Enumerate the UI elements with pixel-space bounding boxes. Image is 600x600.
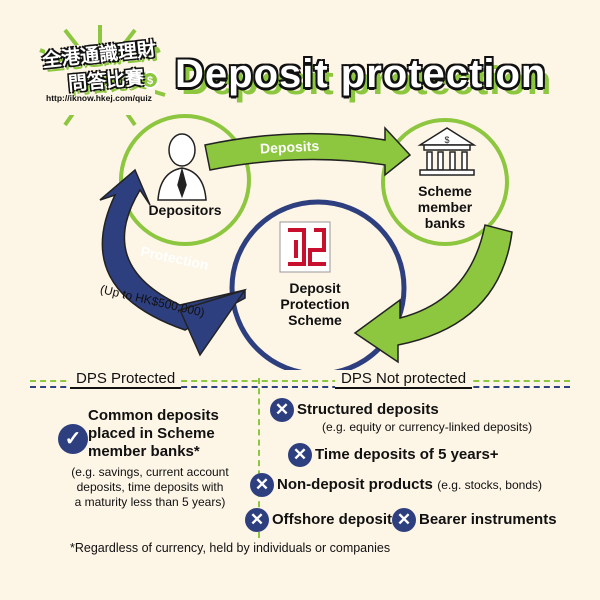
page-title: Deposit protection	[175, 52, 547, 96]
deposits-arrow-label: Deposits	[259, 137, 320, 157]
protected-header: DPS Protected	[70, 370, 182, 389]
svg-text:$: $	[147, 75, 153, 87]
footnote: *Regardless of currency, held by individ…	[70, 541, 391, 555]
x-icon: ✕	[288, 443, 312, 467]
protected-example-line: (e.g. savings, current account	[71, 465, 229, 479]
depositors-circle	[119, 114, 251, 246]
not-protected-item: ✕Time deposits of 5 years+	[288, 443, 499, 467]
protected-main-line: placed in Scheme	[88, 425, 215, 442]
dps-label-line: Scheme	[288, 312, 342, 328]
item-note: (e.g. stocks, bonds)	[437, 478, 542, 493]
depositors-label: Depositors	[148, 202, 222, 218]
item-label: Non-deposit products	[277, 476, 433, 494]
protected-main-line: member banks*	[88, 443, 200, 460]
logo-url[interactable]: http://iknow.hkej.com/quiz	[46, 93, 152, 103]
protected-example-line: a maturity less than 5 years)	[74, 495, 226, 509]
svg-text:$: $	[444, 135, 449, 145]
item-note: (e.g. equity or currency-linked deposits…	[322, 420, 533, 434]
not-protected-item: ✕Non-deposit products (e.g. stocks, bond…	[250, 473, 542, 497]
divider-green	[30, 380, 570, 382]
logo-burst: $	[39, 25, 166, 127]
banks-label-line: Scheme	[418, 183, 472, 199]
protected-main: Common deposits placed in Scheme member …	[88, 407, 219, 461]
diagram: $	[99, 114, 513, 370]
protection-arrow-head	[178, 288, 247, 357]
divider-navy	[30, 386, 570, 388]
dps-logo-icon	[279, 221, 331, 273]
checkmark-icon: ✓	[58, 424, 88, 454]
item-label: Bearer instruments	[419, 511, 557, 529]
banks-label: Scheme member banks	[405, 183, 485, 231]
protection-arrow	[99, 168, 246, 331]
x-icon: ✕	[250, 473, 274, 497]
dps-label: Deposit Protection Scheme	[265, 280, 365, 328]
protected-examples: (e.g. savings, current account deposits,…	[65, 465, 235, 510]
protected-example-line: deposits, time deposits with	[76, 480, 224, 494]
dps-label-line: Protection	[280, 296, 350, 312]
protected-main-line: Common deposits	[88, 407, 219, 424]
item-label: Time deposits of 5 years+	[315, 446, 499, 464]
item-label: Structured deposits	[297, 401, 439, 419]
dollar-coin-icon	[141, 71, 159, 89]
x-icon: ✕	[245, 508, 269, 532]
banks-label-line: member	[417, 199, 473, 215]
banks-circle	[381, 118, 509, 246]
dps-label-line: Deposit	[289, 280, 341, 296]
not-protected-item: ✕Structured deposits	[270, 398, 439, 422]
deposits-arrow	[204, 126, 412, 177]
not-protected-item: ✕Bearer instruments	[392, 508, 557, 532]
vertical-divider	[258, 378, 260, 538]
depositor-person-icon	[157, 133, 207, 201]
x-icon: ✕	[270, 398, 294, 422]
x-icon: ✕	[392, 508, 416, 532]
not-protected-header: DPS Not protected	[335, 370, 473, 389]
bank-building-icon: $	[417, 127, 477, 176]
not-protected-item: ✕Offshore deposits	[245, 508, 400, 532]
bank-to-dps-arrow	[353, 224, 513, 364]
item-label: Offshore deposits	[272, 511, 401, 529]
banks-label-line: banks	[424, 215, 466, 231]
